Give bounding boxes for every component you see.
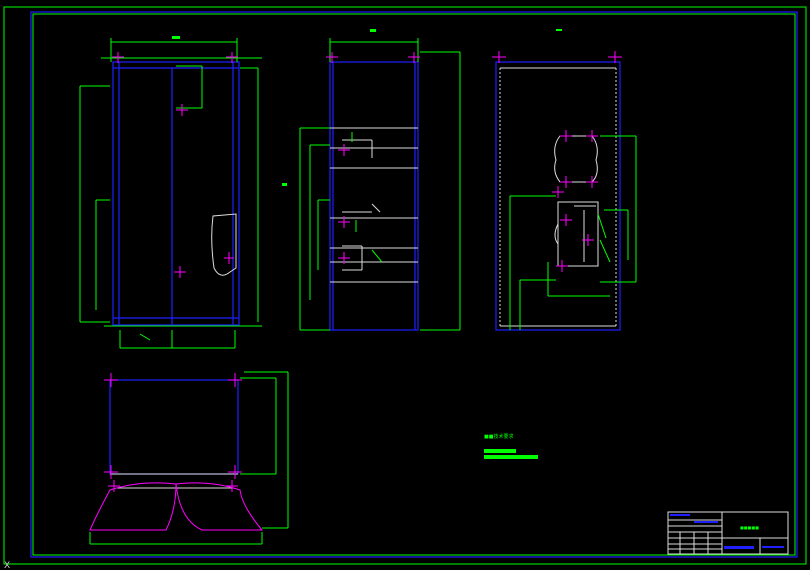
title-block: ■■■■■ xyxy=(667,511,789,555)
note-line-2 xyxy=(484,455,538,459)
note-line-1 xyxy=(484,449,516,453)
plan-view xyxy=(89,371,289,545)
cursor-crosshair-icon: X xyxy=(4,561,10,570)
drawing-frame xyxy=(3,6,807,565)
rear-view xyxy=(492,51,637,331)
tech-requirements-label: ■■技术要求 xyxy=(484,433,513,440)
tech-requirements-note: ■■技术要求 xyxy=(484,433,538,459)
front-view xyxy=(79,38,262,349)
side-view xyxy=(299,38,461,331)
dimension-tags xyxy=(172,29,562,186)
title-block-title: ■■■■■ xyxy=(740,525,759,530)
